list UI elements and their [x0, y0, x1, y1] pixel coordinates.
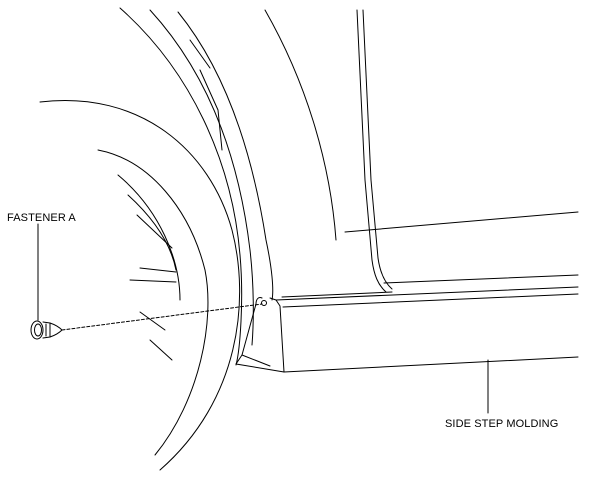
label-side-step-molding: SIDE STEP MOLDING	[445, 418, 559, 430]
side-step-molding	[236, 287, 578, 372]
label-fastener-a: FASTENER A	[7, 212, 76, 224]
installation-dashed-line	[62, 304, 262, 330]
door-pillar	[357, 10, 392, 292]
body-sill	[282, 212, 578, 297]
tire-wheel	[40, 100, 240, 470]
fastener-a-icon	[31, 321, 62, 339]
fender-arches	[120, 8, 336, 365]
